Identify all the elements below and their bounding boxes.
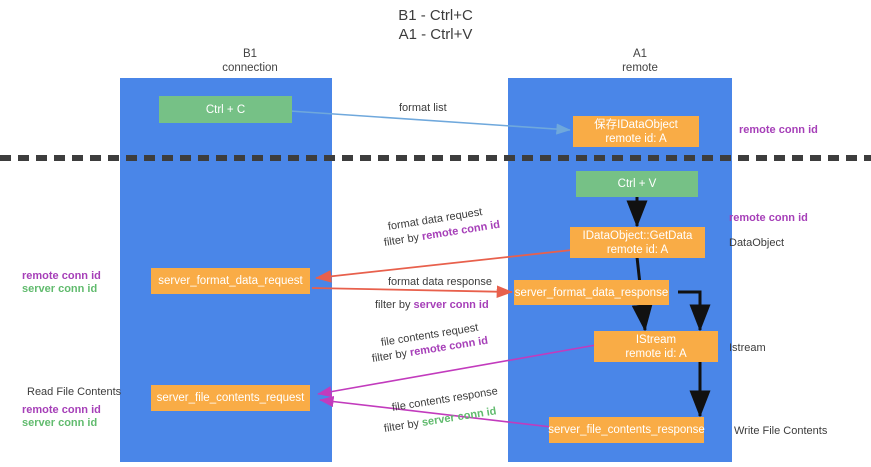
filter-prefix: filter by [375,299,414,311]
node-ctrl-c-label: Ctrl + C [205,103,246,116]
node-istream[interactable]: IStream remote id: A [594,331,718,362]
title-line-2: A1 - Ctrl+V [398,26,473,43]
filter-key-server-conn-id: server conn id [413,299,489,311]
node-server-format-data-request-label: server_format_data_request [158,275,303,287]
diagram-title: B1 - Ctrl+C A1 - Ctrl+V [0,6,871,44]
annotation-right-write-file-contents: Write File Contents [734,425,828,437]
column-header-a1-role: remote [622,62,658,74]
filter-prefix: filter by [371,347,411,365]
annotation-left-bottom-remote-conn-id: remote conn id [22,404,101,416]
annotation-right-remote-conn-id-top: remote conn id [739,124,818,136]
node-ctrl-v[interactable]: Ctrl + V [576,171,698,197]
annotation-right-dataobject: DataObject [729,237,785,249]
edge-label-format-list: format list [399,102,447,114]
node-save-idataobject-subtitle: remote id: A [605,132,667,145]
annotation-left-server-conn-id: server conn id [22,283,98,295]
node-save-idataobject[interactable]: 保存IDataObject remote id: A [573,116,699,147]
node-getdata-subtitle: remote id: A [606,243,669,256]
column-header-a1-name: A1 [632,48,648,60]
node-server-format-data-response-label: server_format_data_response [514,286,669,299]
filter-key-server-conn-id: server conn id [421,405,498,429]
node-getdata-title: IDataObject::GetData [582,229,693,242]
filter-prefix: filter by [383,417,423,435]
node-server-file-contents-request[interactable]: server_file_contents_request [151,385,310,411]
column-header-b1: B1 connection [150,47,350,75]
annotation-left-read-file-contents: Read File Contents [27,386,122,398]
annotation-left-bottom-server-conn-id: server conn id [22,417,98,429]
node-istream-subtitle: remote id: A [625,347,687,360]
node-server-file-contents-response-label: server_file_contents_response [548,424,705,436]
node-server-format-data-response[interactable]: server_format_data_response [514,280,669,305]
node-server-file-contents-request-label: server_file_contents_request [156,392,305,404]
node-server-file-contents-response[interactable]: server_file_contents_response [548,417,705,443]
node-ctrl-v-label: Ctrl + V [617,178,657,190]
node-idataobject-getdata[interactable]: IDataObject::GetData remote id: A [570,227,705,258]
edge-label-format-data-response-filter: filter by server conn id [375,298,489,312]
title-line-1: B1 - Ctrl+C [398,7,473,24]
column-header-b1-role: connection [222,62,278,74]
column-header-a1: A1 remote [540,47,740,75]
node-ctrl-c[interactable]: Ctrl + C [159,96,292,123]
node-save-idataobject-title: 保存IDataObject [594,118,678,131]
annotation-right-istream: Istream [729,342,766,354]
annotation-right-remote-conn-id-getdata: remote conn id [729,212,808,224]
phase-separator-dashed-line [0,155,871,161]
node-istream-title: IStream [635,333,677,346]
annotation-left-remote-conn-id: remote conn id [22,270,101,282]
node-server-format-data-request[interactable]: server_format_data_request [151,268,310,294]
edge-label-format-data-response: format data response [388,276,492,288]
column-header-b1-name: B1 [242,48,258,60]
